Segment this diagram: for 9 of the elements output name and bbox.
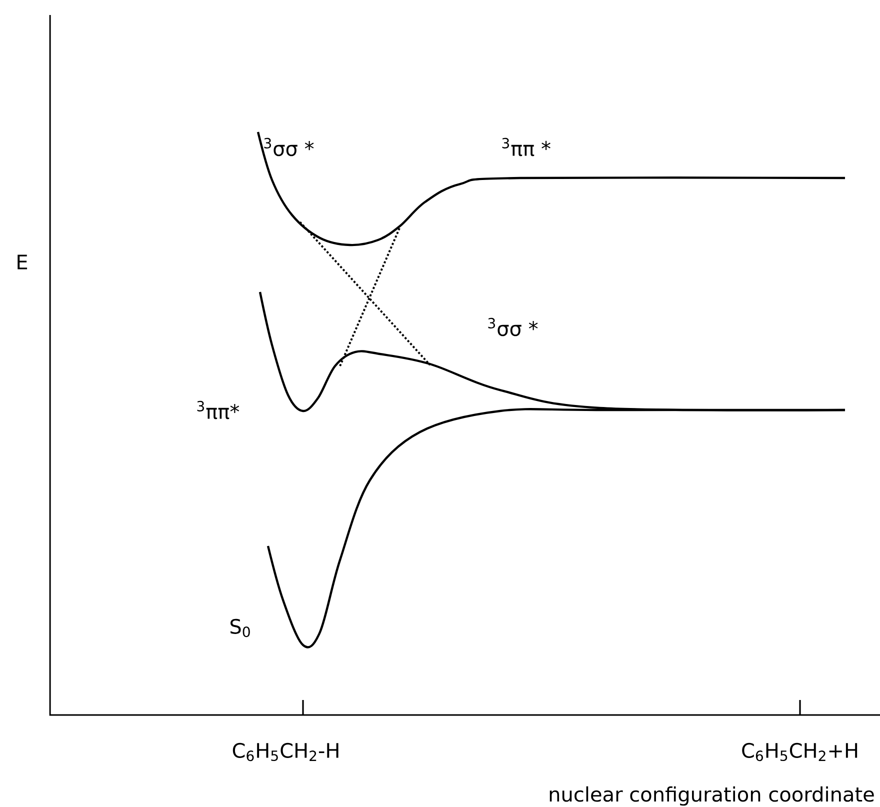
curve-label: $^{3}$σσ *	[264, 138, 314, 156]
axis-label: E	[18, 254, 28, 270]
curve-label: $^{3}$ππ *	[502, 138, 550, 156]
axis-label: nuclear configuration coordinate	[550, 786, 874, 806]
curve-label: S$_{0}$	[230, 618, 250, 638]
tick-label: C$_{6}$H$_{5}$CH$_{2}$+H	[742, 742, 858, 762]
curve-label: $^{3}$ππ*	[197, 400, 240, 420]
tick-label: C$_{6}$H$_{5}$CH$_{2}$-H	[232, 742, 338, 762]
curve-label: $^{3}$σσ *	[488, 318, 538, 336]
